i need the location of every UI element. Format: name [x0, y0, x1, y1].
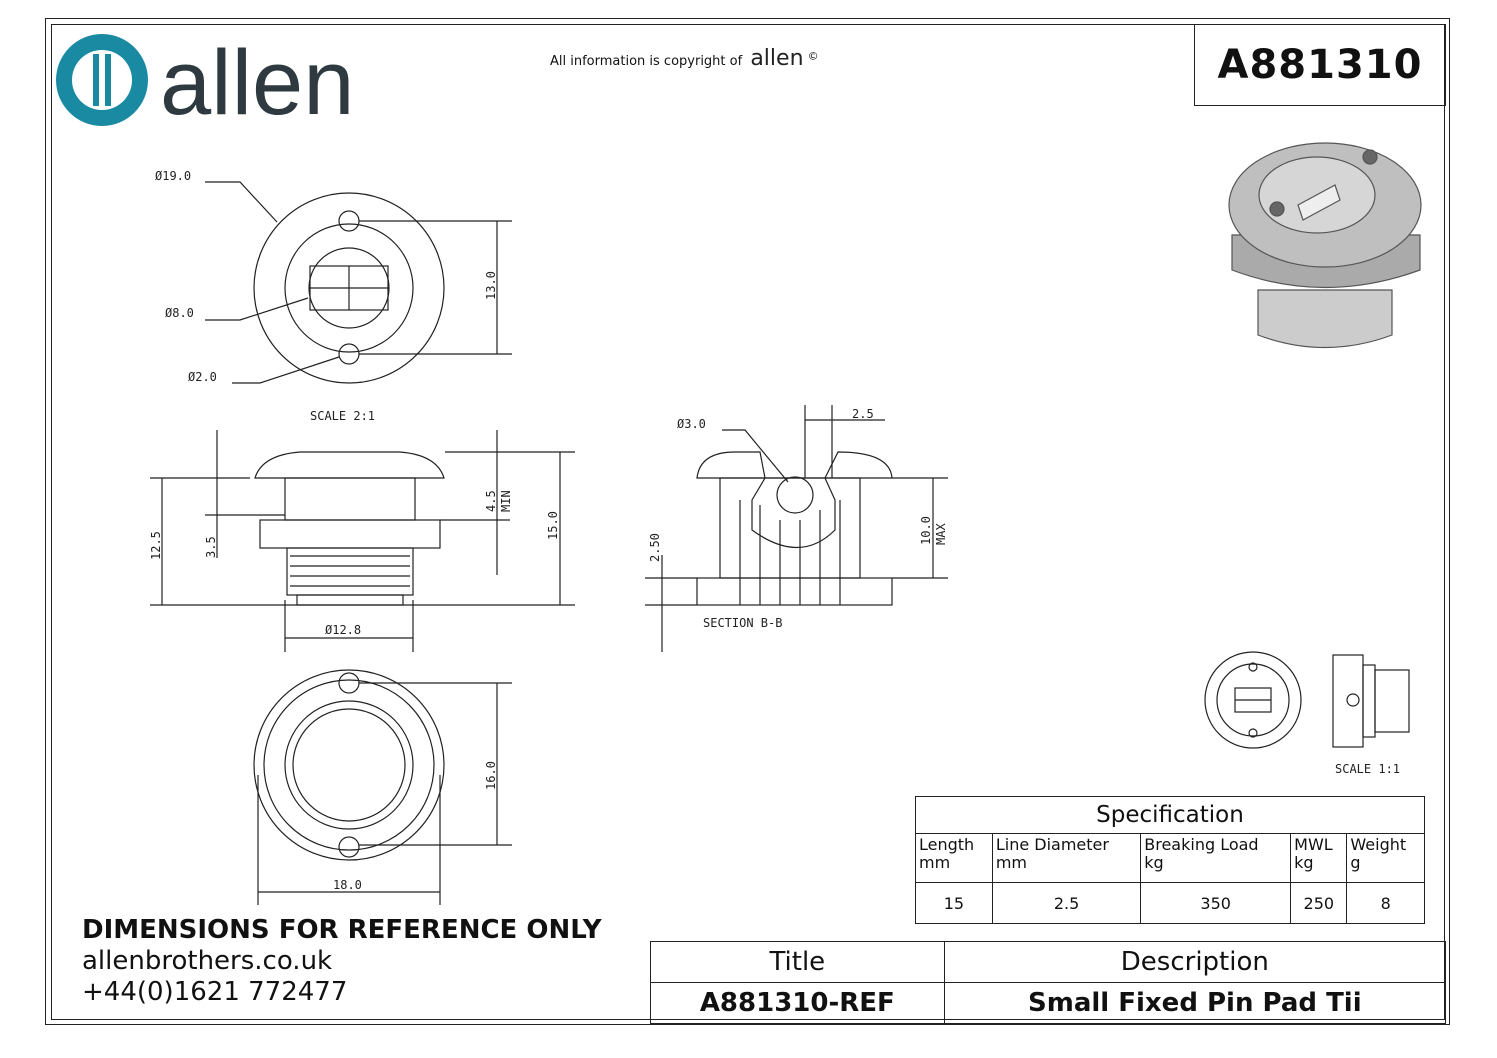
bottom-view: [253, 669, 512, 905]
isometric-render: [1228, 142, 1422, 349]
top-view: [205, 181, 512, 384]
dim-diameter-8: Ø8.0: [165, 306, 194, 320]
spec-value-mwl: 250: [1290, 882, 1348, 924]
dim-diameter-3: Ø3.0: [677, 417, 706, 431]
dim-height-10: 10.0: [919, 516, 933, 545]
title-label: Title: [650, 941, 945, 983]
dim-height-2-50: 2.50: [648, 533, 662, 562]
dim-min-label: MIN: [499, 490, 513, 512]
section-label: SECTION B-B: [703, 616, 782, 630]
dim-max-label: MAX: [934, 523, 948, 545]
dim-height-15: 15.0: [546, 511, 560, 540]
dim-diameter-12-8: Ø12.8: [325, 623, 361, 637]
spec-value-breaking-load: 350: [1140, 882, 1292, 924]
dim-height-3-5: 3.5: [204, 536, 218, 558]
description-value: Small Fixed Pin Pad Tii: [943, 982, 1447, 1024]
dim-height-4-5: 4.5: [484, 490, 498, 512]
dim-diameter-2: Ø2.0: [188, 370, 217, 384]
dim-height-12-5: 12.5: [149, 531, 163, 560]
logo-wordmark: allen: [160, 32, 354, 132]
dim-height-16: 16.0: [484, 761, 498, 790]
website-link[interactable]: allenbrothers.co.uk: [82, 946, 333, 976]
part-number: A881310: [1217, 42, 1423, 88]
spec-value-line-diameter: 2.5: [991, 882, 1142, 924]
allen-logo: allen: [55, 32, 415, 136]
reference-note: DIMENSIONS FOR REFERENCE ONLY: [82, 915, 602, 945]
section-view: [645, 405, 948, 652]
small-views: [1204, 651, 1410, 749]
phone-number: +44(0)1621 772477: [82, 977, 348, 1007]
side-view: [150, 430, 575, 652]
spec-value-weight: 8: [1346, 882, 1425, 924]
copyright-symbol: ©: [807, 49, 819, 63]
copyright-text: All information is copyright of: [550, 54, 743, 69]
part-number-box: A881310: [1194, 24, 1446, 106]
title-block: Title Description A881310-REF Small Fixe…: [650, 941, 1447, 1024]
scale-small: SCALE 1:1: [1335, 762, 1400, 776]
spec-title: Specification: [915, 796, 1425, 834]
description-label: Description: [943, 941, 1447, 983]
drawing-border-outer: [45, 18, 1450, 1025]
title-value: A881310-REF: [650, 982, 945, 1024]
copyright-notice: All information is copyright of allen ©: [550, 46, 819, 71]
dim-diameter-19: Ø19.0: [155, 169, 191, 183]
dim-height-13: 13.0: [484, 271, 498, 300]
spec-value-length: 15: [915, 882, 993, 924]
scale-top: SCALE 2:1: [310, 409, 375, 423]
dim-width-18: 18.0: [333, 878, 362, 892]
dim-width-2-5: 2.5: [852, 407, 874, 421]
copyright-brand: allen: [750, 46, 804, 71]
